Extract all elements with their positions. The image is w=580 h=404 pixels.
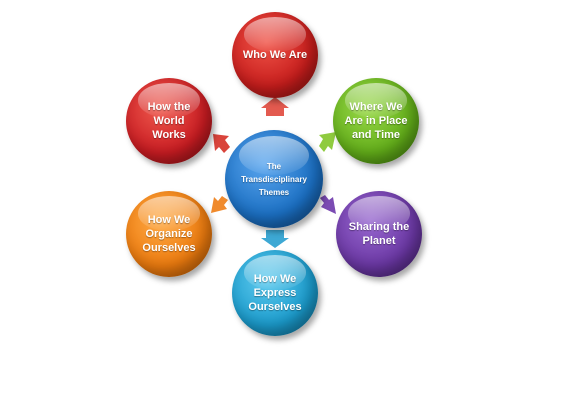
theme-how-the-world-works: How the World Works (126, 78, 212, 164)
theme-who-we-are: Who We Are (232, 12, 318, 98)
theme-label: How We Organize Ourselves (142, 214, 196, 254)
theme-how-we-organize-ourselves: How We Organize Ourselves (126, 191, 212, 277)
center-node: The Transdisciplinary Themes (225, 130, 323, 228)
center-label: The Transdisciplinary Themes (241, 161, 307, 197)
theme-label: Sharing the Planet (348, 221, 410, 247)
arrow-where (319, 132, 336, 152)
theme-where-we-are: Where We Are in Place and Time (333, 78, 419, 164)
theme-label: How We Express Ourselves (248, 273, 302, 313)
arrow-how (213, 134, 230, 153)
theme-label: Who We Are (242, 49, 308, 61)
arrow-who (261, 97, 289, 116)
arrow-express (261, 230, 289, 248)
theme-label: Where We Are in Place and Time (344, 101, 408, 141)
theme-how-we-express-ourselves: How We Express Ourselves (232, 250, 318, 336)
theme-sharing-the-planet: Sharing the Planet (336, 191, 422, 277)
arrow-share (320, 195, 336, 214)
arrow-organize (211, 196, 228, 213)
theme-label: How the World Works (147, 101, 191, 141)
